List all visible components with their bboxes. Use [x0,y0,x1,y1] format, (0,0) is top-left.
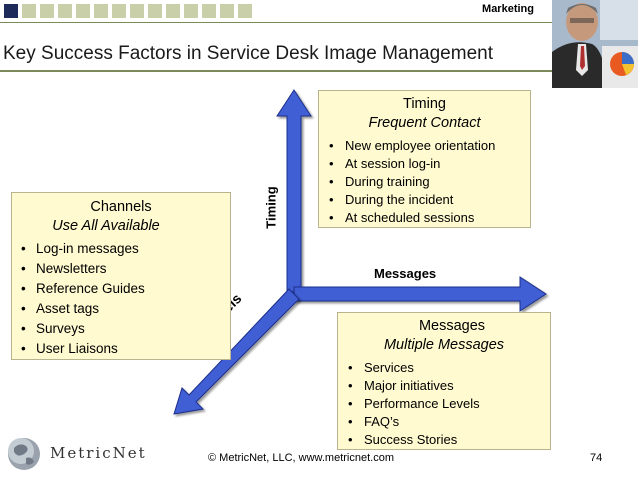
timing-box-heading: Timing [403,96,446,112]
channels-box-heading: Channels [90,199,152,215]
list-item: Major initiatives [338,377,550,395]
light-square [94,4,108,18]
list-item: During training [319,173,530,191]
channels-box: Channels Use All Available Log-in messag… [11,192,231,360]
logo-text: MetricNet [50,444,147,462]
messages-box-subheading: Multiple Messages [383,337,505,353]
light-square [184,4,198,18]
list-item: Asset tags [12,299,230,319]
list-item: Reference Guides [12,279,230,299]
header-decoration [0,0,270,22]
light-square [22,4,36,18]
list-item: Newsletters [12,259,230,279]
title-rule [0,70,552,72]
channels-arrow [173,288,300,415]
header-photo [552,0,638,88]
light-square [220,4,234,18]
light-square [40,4,54,18]
list-item: During the incident [319,191,530,209]
timing-list: New employee orientation At session log-… [319,137,530,227]
channels-box-subheading: Use All Available [52,218,160,234]
list-item: At scheduled sessions [319,209,530,227]
copyright: © MetricNet, LLC, www.metricnet.com [208,452,394,464]
category-label: Marketing [482,3,534,15]
light-square [76,4,90,18]
light-square [148,4,162,18]
dark-square [4,4,18,18]
timing-axis-label: Timing [263,186,279,229]
light-square [112,4,126,18]
light-square [202,4,216,18]
messages-list: Services Major initiatives Performance L… [338,359,550,449]
list-item: Performance Levels [338,395,550,413]
page-title: Key Success Factors in Service Desk Imag… [3,43,493,64]
light-square [238,4,252,18]
light-square [58,4,72,18]
metricnet-logo: MetricNet [6,436,146,472]
messages-box: Messages Multiple Messages Services Majo… [337,312,551,450]
timing-arrow [276,89,312,293]
header-rule [0,22,552,23]
list-item: Log-in messages [12,239,230,259]
light-square [130,4,144,18]
channels-list: Log-in messages Newsletters Reference Gu… [12,239,230,359]
timing-box-subheading: Frequent Contact [368,115,481,131]
list-item: User Liaisons [12,339,230,359]
timing-box: Timing Frequent Contact New employee ori… [318,90,531,228]
messages-arrow [293,276,547,312]
list-item: Services [338,359,550,377]
messages-box-heading: Messages [418,318,486,334]
light-square [166,4,180,18]
list-item: FAQ’s [338,413,550,431]
page-number: 74 [590,452,603,464]
list-item: Success Stories [338,431,550,449]
messages-axis-label: Messages [374,266,437,281]
businessman-photo-icon [552,0,638,88]
metricnet-globe-icon [8,438,40,470]
list-item: At session log-in [319,155,530,173]
list-item: New employee orientation [319,137,530,155]
list-item: Surveys [12,319,230,339]
